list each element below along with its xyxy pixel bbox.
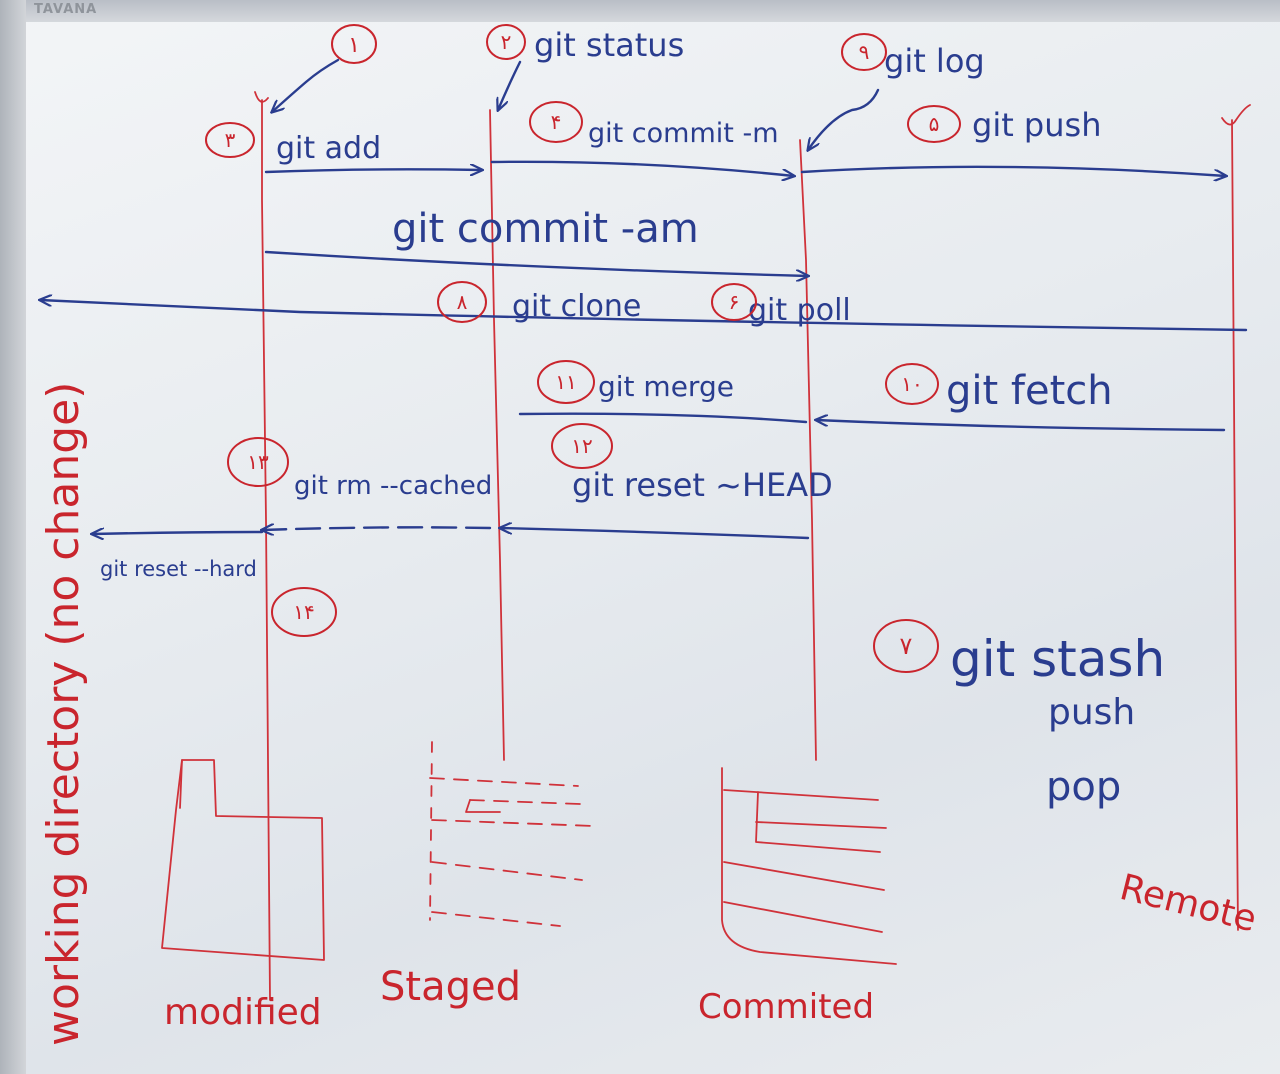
staged-file-sketch <box>429 741 595 927</box>
step-badge-9: ۹ <box>841 33 887 71</box>
step-number: ۸ <box>457 290 468 314</box>
label-git-add: git add <box>276 131 381 166</box>
label-git-stash: git stash <box>950 630 1165 688</box>
step-number: ۱۰ <box>901 372 922 396</box>
step-badge-4: ۴ <box>529 101 583 143</box>
step-number: ۲ <box>501 30 512 54</box>
step-badge-3: ۳ <box>205 122 255 158</box>
arrow-git-clone-pull <box>40 300 1248 332</box>
step-number: ۱۴ <box>293 600 314 624</box>
lane-modified-tick <box>254 91 269 103</box>
step-badge-10: ۱۰ <box>885 363 939 405</box>
step-badge-14: ۱۴ <box>271 587 337 637</box>
pointer-step9 <box>808 88 880 150</box>
label-git-log: git log <box>884 42 985 80</box>
arrow-git-push <box>800 165 1226 176</box>
step-number: ۴ <box>551 110 562 134</box>
label-remote: Remote <box>1116 867 1261 940</box>
label-stash-pop: pop <box>1046 764 1121 810</box>
label-git-rm-cached: git rm --cached <box>294 471 492 501</box>
step-number: ۵ <box>929 112 940 136</box>
arrow-git-commit-m <box>490 160 794 176</box>
step-number: ۹ <box>859 40 870 64</box>
step-number: ۱۲ <box>571 434 592 458</box>
step-badge-6: ۶ <box>711 283 757 321</box>
step-number: ۱۳ <box>247 450 269 474</box>
committed-file-sketch <box>721 767 897 965</box>
label-git-merge: git merge <box>598 370 734 403</box>
label-git-clone: git clone <box>512 289 641 324</box>
pointer-step2 <box>498 60 522 110</box>
lane-remote-line <box>1231 119 1239 931</box>
label-git-fetch: git fetch <box>946 368 1113 414</box>
arrow-git-commit-am <box>264 250 808 276</box>
step-badge-13: ۱۳ <box>227 437 289 487</box>
step-number: ۳ <box>225 128 236 152</box>
lane-remote-tick <box>1221 104 1251 126</box>
arrow-git-merge <box>518 412 808 424</box>
lane-committed-line <box>799 139 817 761</box>
label-git-push: git push <box>972 106 1101 144</box>
label-git-commit-am: git commit -am <box>392 206 699 252</box>
step-badge-11: ۱۱ <box>537 360 595 404</box>
step-number: ۱۱ <box>555 370 576 394</box>
label-modified: modified <box>164 992 322 1033</box>
label-git-reset-hard: git reset --hard <box>100 557 257 581</box>
step-number: ۱ <box>348 33 360 58</box>
step-badge-5: ۵ <box>907 105 961 143</box>
board-frame-top <box>0 0 1280 22</box>
label-git-pull: git poll <box>748 293 851 328</box>
step-badge-12: ۱۲ <box>551 423 613 469</box>
step-badge-1: ۱ <box>331 24 377 64</box>
arrow-git-rm-cached <box>262 527 492 530</box>
label-working-directory: working directory (no change) <box>38 382 89 1046</box>
step-badge-7: ۷ <box>873 619 939 673</box>
pointer-step1 <box>272 58 340 112</box>
label-git-reset-head: git reset ~HEAD <box>572 466 833 504</box>
step-number: ۷ <box>900 632 913 660</box>
arrow-git-reset-hard <box>92 532 264 534</box>
modified-file-sketch <box>161 759 325 961</box>
label-git-commit-m: git commit -m <box>588 118 779 149</box>
label-staged: Staged <box>380 964 521 1010</box>
lane-staged-line <box>489 109 505 761</box>
lane-modified-line <box>261 99 271 1001</box>
board-frame-left <box>0 0 26 1074</box>
arrow-git-add <box>264 169 482 172</box>
arrow-git-reset-head <box>500 528 810 540</box>
arrow-git-fetch <box>816 420 1226 432</box>
label-git-status: git status <box>534 26 684 64</box>
step-badge-2: ۲ <box>486 24 526 60</box>
label-commited: Commited <box>698 987 874 1027</box>
board-brand-label: TAVANA <box>34 2 98 17</box>
step-badge-8: ۸ <box>437 281 487 323</box>
label-stash-push: push <box>1048 692 1135 733</box>
step-number: ۶ <box>729 290 740 314</box>
